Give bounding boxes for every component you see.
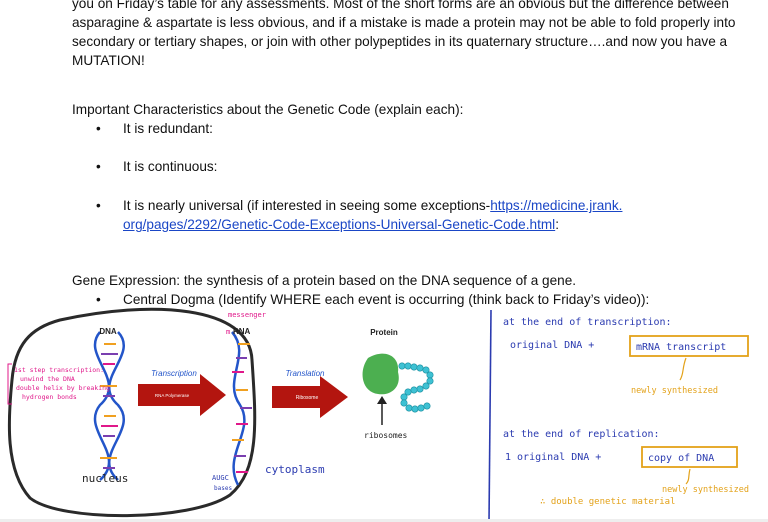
nucleus-outline bbox=[7, 307, 257, 518]
ribosome-label: Ribosome bbox=[296, 395, 319, 401]
protein-label: Protein bbox=[370, 328, 398, 337]
bullet-dot: • bbox=[96, 121, 101, 136]
nucleus-note-line: unwind the DNA bbox=[20, 375, 75, 383]
nucleus-note-line: 1st step transcription: bbox=[14, 366, 104, 374]
page-bottom-bar bbox=[0, 519, 768, 522]
transcription-end-note: at the end of transcription: bbox=[503, 317, 672, 328]
protein-icon bbox=[362, 353, 434, 413]
notes-divider bbox=[488, 309, 492, 522]
bullet-text: It is continuous: bbox=[123, 159, 218, 174]
handwritten-notes: at the end of transcription: original DN… bbox=[503, 317, 749, 507]
bases-label: bases bbox=[214, 485, 232, 492]
gene-expression-heading: Gene Expression: the synthesis of a prot… bbox=[72, 273, 577, 288]
bullet-dot: • bbox=[96, 198, 101, 213]
augc-label: AUGC bbox=[212, 474, 229, 482]
transcription-arrow-icon bbox=[138, 374, 226, 416]
central-dogma-diagram: DNA 1st step transcription: unwind the D… bbox=[7, 307, 749, 522]
ribosome-pointer-arrow-icon bbox=[377, 396, 387, 425]
newly-synthesized-note-2: newly synthesized bbox=[662, 485, 749, 495]
note-bracket bbox=[7, 363, 12, 405]
intro-paragraph: you on Friday’s table for any assessment… bbox=[72, 0, 736, 68]
cytoplasm-label: cytoplasm bbox=[265, 463, 325, 476]
exceptions-link-part1[interactable]: https://medicine.jrank. bbox=[490, 198, 623, 213]
bullet-text: org/pages/2292/Genetic-Code-Exceptions-U… bbox=[123, 215, 559, 234]
bullet-text: It is nearly universal (if interested in… bbox=[123, 196, 622, 215]
characteristics-heading: Important Characteristics about the Gene… bbox=[72, 102, 464, 117]
exceptions-link-part2[interactable]: org/pages/2292/Genetic-Code-Exceptions-U… bbox=[123, 217, 556, 232]
original-dna-note: original DNA + bbox=[510, 340, 594, 351]
bullet-dot: • bbox=[96, 292, 101, 307]
mrna-strand-icon bbox=[231, 331, 252, 486]
universal-text: It is nearly universal (if interested in… bbox=[123, 198, 491, 213]
mrna-transcript-box bbox=[629, 335, 749, 357]
dna-helix-icon bbox=[93, 331, 125, 481]
nucleus-note-line: double helix by breaking bbox=[16, 384, 110, 392]
bullet-text: Central Dogma (Identify WHERE each event… bbox=[123, 292, 650, 307]
translation-label: Translation bbox=[286, 369, 326, 378]
bullet-text: It is redundant: bbox=[123, 121, 213, 136]
nucleus-note: 1st step transcription: unwind the DNA d… bbox=[14, 366, 110, 401]
translation-arrow-icon bbox=[272, 376, 348, 418]
nucleus-note-line: hydrogen bonds bbox=[22, 393, 77, 401]
m-label: m bbox=[226, 328, 230, 336]
link-suffix: : bbox=[555, 217, 559, 232]
rna-polymerase-label: RNA Polymerase bbox=[155, 393, 190, 398]
messenger-label: messenger bbox=[228, 311, 266, 319]
rna-label: RNA bbox=[233, 327, 251, 336]
nucleus-label: nucleus bbox=[82, 472, 128, 485]
newly-synth-pointer-1 bbox=[679, 357, 687, 381]
newly-synth-pointer-2 bbox=[685, 468, 691, 485]
bullet-dot: • bbox=[96, 159, 101, 174]
newly-synthesized-note-1: newly synthesized bbox=[631, 386, 718, 396]
ribosomes-label: ribosomes bbox=[364, 431, 408, 440]
replication-end-note: at the end of replication: bbox=[503, 429, 660, 440]
double-genetic-note: ∴ double genetic material bbox=[540, 497, 675, 507]
copy-of-dna-note: copy of DNA bbox=[648, 453, 714, 464]
dna-label: DNA bbox=[99, 327, 117, 336]
transcription-label: Transcription bbox=[151, 369, 197, 378]
one-original-dna-note: 1 original DNA + bbox=[505, 452, 601, 463]
mrna-transcript-note: mRNA transcript bbox=[636, 342, 726, 353]
copy-of-dna-box bbox=[641, 446, 738, 468]
